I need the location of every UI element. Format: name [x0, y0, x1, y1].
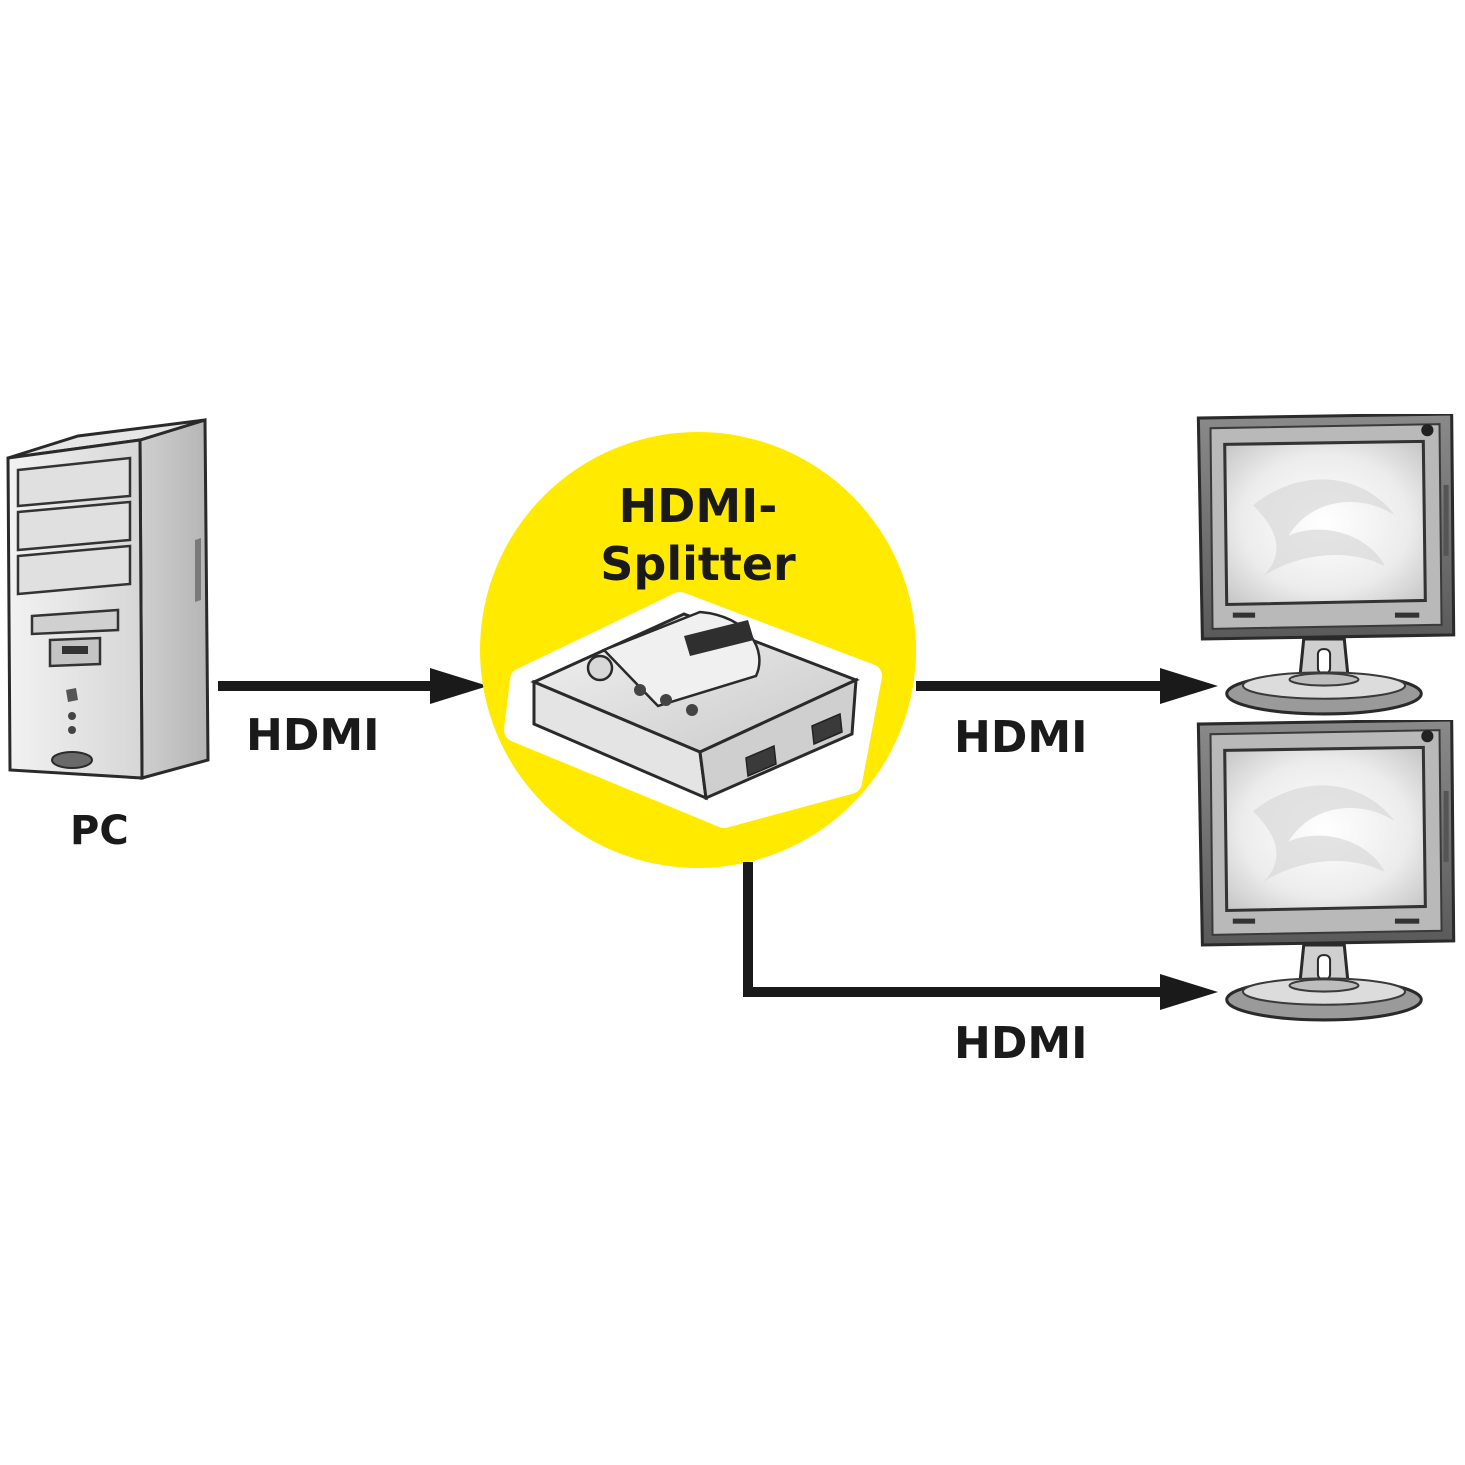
splitter-label-line1: HDMI-: [619, 479, 778, 533]
connection-splitter-to-monitor-1: [916, 668, 1218, 704]
connection-pc-to-splitter: [218, 668, 488, 704]
arrowhead-icon: [430, 668, 488, 704]
connection-splitter-to-monitor-2: [743, 862, 1218, 1010]
arrowhead-icon: [1160, 668, 1218, 704]
connection-label-pc-splitter: HDMI: [246, 710, 380, 761]
splitter-label-line2: Splitter: [600, 537, 796, 591]
splitter-power-button: [586, 654, 614, 682]
connection-label-splitter-monitor-2: HDMI: [954, 1018, 1088, 1069]
pc-label: PC: [70, 808, 129, 854]
monitor-bottom: [1196, 720, 1456, 1022]
monitor-top: [1196, 414, 1456, 716]
hdmi-splitter-device: [504, 592, 882, 828]
arrowhead-icon: [1160, 974, 1218, 1010]
pc-tower: [6, 417, 210, 780]
connection-label-splitter-monitor-1: HDMI: [954, 712, 1088, 763]
